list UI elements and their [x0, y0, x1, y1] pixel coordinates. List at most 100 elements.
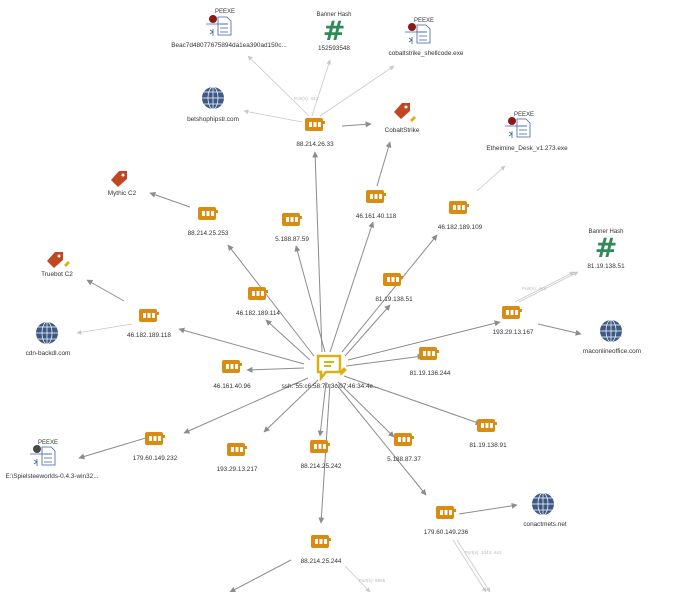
pe-dot-icon: [408, 23, 416, 31]
relationship-edge: [345, 353, 424, 367]
node-label: cobaltstrike_shellcode.exe: [389, 50, 464, 57]
relationship-edge: [337, 381, 395, 438]
network-card-icon: [248, 287, 268, 300]
ip-node-88-214-25-244[interactable]: 88.214.25.244: [301, 535, 342, 565]
edge-label-port: Port(s): 443: [522, 286, 546, 291]
relationship-edge: [518, 271, 579, 303]
domain-node-conactmets[interactable]: conactmets.net: [523, 492, 567, 528]
ip-node-193-29-13-217[interactable]: 193.29.13.217: [217, 443, 258, 473]
node-label: 81.19.138.51: [375, 296, 413, 303]
relationship-edge: [341, 121, 372, 128]
relationship-edge: [514, 271, 575, 303]
relationship-edge: [243, 109, 303, 123]
node-tag: PEEXE: [38, 440, 58, 446]
node-label: 88.214.25.244: [301, 558, 342, 565]
relationship-edge: [318, 383, 331, 524]
node-label: 46.161.40.118: [356, 213, 397, 220]
banner-hash-node-1[interactable]: Banner Hash # 152593548: [316, 12, 351, 52]
ip-node-88-214-26-33[interactable]: 88.214.26.33: [296, 118, 334, 148]
relationship-edge: [344, 565, 371, 592]
ip-node-46-182-189-109[interactable]: 46.182.189.109: [438, 201, 483, 231]
ip-node-88-214-25-242[interactable]: 88.214.25.242: [301, 440, 342, 470]
network-card-icon: [449, 201, 469, 214]
relationship-edge: [347, 320, 501, 361]
node-label: 46.182.189.109: [438, 224, 483, 231]
center-node-label: ssh:"55:c6:58:70:3c:07:46:34:4e...: [282, 383, 379, 390]
network-card-icon: [139, 309, 159, 322]
node-label: maconlineoffice.com: [583, 348, 641, 355]
tag-icon: [111, 171, 127, 187]
relationship-edge: [294, 245, 326, 353]
ip-node-5-188-87-37[interactable]: 5.188.87.37: [387, 433, 421, 463]
node-label: 179.60.149.236: [424, 529, 469, 536]
network-card-icon: [310, 440, 330, 453]
relationship-edge: [76, 323, 133, 335]
ip-node-46-182-189-114[interactable]: 46.182.189.114: [236, 287, 280, 317]
node-label: cdn-backdl.com: [26, 350, 71, 357]
relationship-edge: [456, 539, 491, 592]
ip-node-179-60-149-236[interactable]: 179.60.149.236: [424, 506, 469, 536]
edge-label-port: Port(s): 5555: [359, 578, 386, 583]
domain-node-cdn-backdl[interactable]: cdn-backdl.com: [26, 321, 71, 357]
ip-node-179-60-149-232[interactable]: 179.60.149.232: [133, 432, 178, 462]
ip-node-193-29-13-167[interactable]: 193.29.13.167: [493, 306, 534, 336]
network-card-icon: [394, 433, 414, 446]
center-ssh-node[interactable]: ssh:"55:c6:58:70:3c:07:46:34:4e...: [282, 354, 379, 390]
relationship-edge: [265, 319, 311, 361]
relationship-edge: [343, 375, 482, 426]
node-label: 88.214.26.33: [296, 141, 334, 148]
relationship-edge: [149, 191, 191, 208]
banner-hash-node-2[interactable]: Banner Hash # 81.19.138.51: [587, 229, 625, 270]
node-label: 81.19.136.244: [410, 370, 451, 377]
tag-node-cobaltstrike[interactable]: CobaltStrike: [385, 103, 420, 134]
network-card-icon: [305, 118, 325, 131]
network-card-icon: [198, 207, 218, 220]
relationship-edge: [263, 379, 319, 433]
node-label: Truebot C2: [41, 271, 73, 278]
pe-node-beac[interactable]: PEEXE Beac7d48077675894da1ea390ad150c...: [171, 9, 287, 49]
node-tag: PEEXE: [215, 9, 235, 15]
pe-file-icon: [206, 16, 232, 36]
ip-node-46-161-40-118[interactable]: 46.161.40.118: [356, 190, 397, 220]
ip-node-81-19-136-244[interactable]: 81.19.136.244: [410, 347, 451, 377]
tag-node-truebot[interactable]: Truebot C2: [41, 252, 73, 278]
node-tag: Banner Hash: [316, 12, 351, 18]
relationship-edge: [78, 436, 150, 460]
domain-node-betshop[interactable]: betshophipstr.com: [187, 86, 239, 123]
relationship-edge: [229, 559, 292, 592]
tag-node-mythic[interactable]: Mythic C2: [108, 171, 137, 197]
edge-label-port: Port(s): 1443, 443: [465, 550, 502, 555]
pe-node-ether[interactable]: PEEXE Etheimine_Desk_v1.273.exe: [486, 112, 568, 152]
node-tag: Banner Hash: [588, 229, 623, 235]
network-card-icon: [419, 347, 439, 360]
edge-label-port: Port(s): 443: [294, 96, 318, 101]
ip-node-5-188-87-59[interactable]: 5.188.87.59: [275, 213, 309, 243]
node-label: 193.29.13.217: [217, 466, 258, 473]
network-card-icon: [436, 506, 456, 519]
pe-file-icon: [30, 446, 56, 466]
relationship-edge: [227, 244, 315, 357]
node-label: Etheimine_Desk_v1.273.exe: [486, 145, 568, 152]
relationship-edge: [341, 234, 438, 353]
node-label: Mythic C2: [108, 190, 137, 197]
pe-node-spiele[interactable]: PEEXE E:\Spielsteeworlds-0.4.3-win32...: [5, 440, 98, 480]
ip-node-81-19-138-91[interactable]: 81.19.138.91: [469, 419, 507, 449]
node-label: CobaltStrike: [385, 127, 420, 134]
relationship-edge: [376, 141, 392, 187]
node-label: betshophipstr.com: [187, 116, 239, 123]
network-card-icon: [383, 273, 403, 286]
edges-layer: [76, 55, 582, 592]
ip-node-46-161-40-96[interactable]: 46.161.40.96: [213, 360, 251, 390]
node-label: 46.182.189.114: [236, 310, 280, 317]
ip-node-81-19-138-51[interactable]: 81.19.138.51: [375, 273, 413, 303]
domain-node-maconline[interactable]: maconlineoffice.com: [583, 319, 641, 355]
node-label: 81.19.138.91: [469, 442, 507, 449]
relationship-edge: [247, 55, 310, 117]
pe-node-cobalt[interactable]: PEEXE cobaltstrike_shellcode.exe: [389, 18, 464, 57]
node-label: 5.188.87.59: [275, 236, 309, 243]
ip-node-46-182-189-118[interactable]: 46.182.189.118: [127, 309, 171, 339]
ip-node-88-214-25-253[interactable]: 88.214.25.253: [188, 207, 229, 237]
relationship-edge: [319, 65, 395, 117]
relationship-edge: [458, 502, 518, 515]
